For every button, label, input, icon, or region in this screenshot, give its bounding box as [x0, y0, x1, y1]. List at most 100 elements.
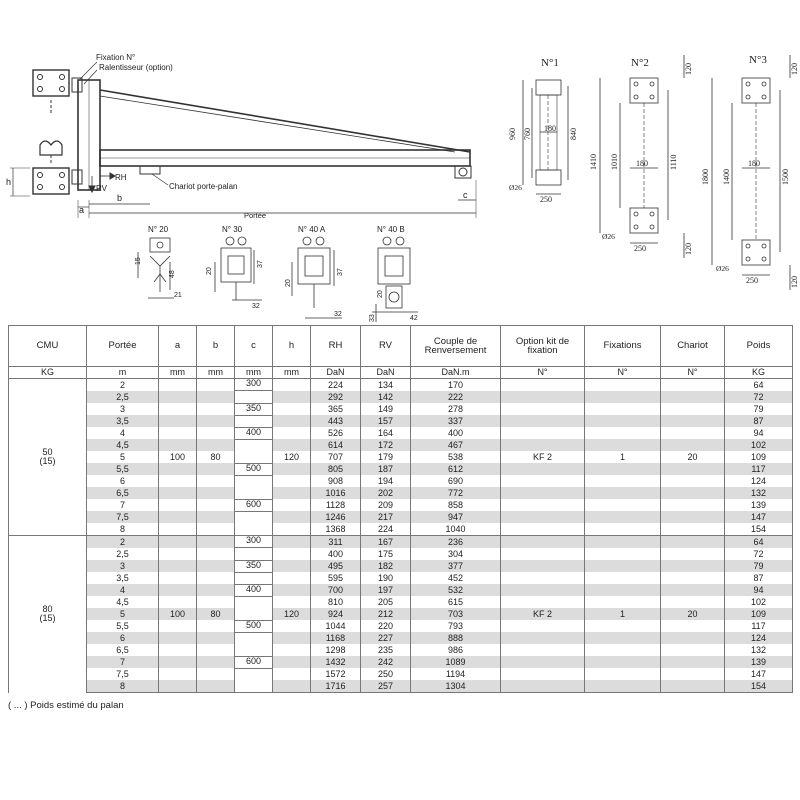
- h-cell: 120: [272, 451, 311, 463]
- chariot-cell: [660, 560, 725, 572]
- a-cell: [158, 632, 197, 644]
- a-cell: 100: [158, 451, 197, 463]
- poids-cell: 64: [724, 535, 793, 548]
- column-unit: N°: [660, 366, 725, 379]
- h-cell: [272, 560, 311, 572]
- portee-cell: 8: [86, 523, 159, 536]
- kit-cell: [500, 668, 585, 680]
- rh-cell: 443: [310, 415, 361, 427]
- poids-cell: 124: [724, 475, 793, 487]
- fixation-3-dim: 1800: [701, 169, 710, 185]
- chariot-cell: 20: [660, 451, 725, 463]
- rv-cell: 164: [360, 427, 411, 439]
- a-cell: [158, 596, 197, 608]
- portee-cell: 2: [86, 378, 159, 391]
- fixations-cell: [584, 680, 661, 693]
- h-cell: [272, 403, 311, 415]
- couple-cell: 400: [410, 427, 501, 439]
- fixation-2-diagram: [599, 55, 685, 258]
- rv-cell: 224: [360, 523, 411, 536]
- chariot-40b-title: N° 40 B: [377, 225, 405, 234]
- poids-cell: 124: [724, 632, 793, 644]
- fixations-cell: [584, 403, 661, 415]
- fixations-cell: [584, 548, 661, 560]
- couple-cell: 612: [410, 463, 501, 475]
- chariot-40b-diagram: [372, 236, 418, 322]
- h-cell: [272, 620, 311, 632]
- a-label: a: [79, 205, 84, 215]
- kit-cell: [500, 535, 585, 548]
- fixation-2-dim: 120: [684, 63, 693, 75]
- portee-cell: 4: [86, 584, 159, 596]
- chariot-cell: [660, 620, 725, 632]
- rh-cell: 614: [310, 439, 361, 451]
- c-band-cell: 350: [234, 560, 273, 585]
- fixations-cell: [584, 620, 661, 632]
- h-cell: [272, 463, 311, 475]
- b-cell: [196, 378, 235, 391]
- fixation-3-diagram: [711, 55, 791, 290]
- couple-cell: 1304: [410, 680, 501, 693]
- rv-cell: 202: [360, 487, 411, 499]
- b-cell: [196, 656, 235, 668]
- column-unit: mm: [272, 366, 311, 379]
- rv-cell: 157: [360, 415, 411, 427]
- portee-cell: 8: [86, 680, 159, 693]
- rv-cell: 167: [360, 535, 411, 548]
- poids-cell: 117: [724, 463, 793, 475]
- chariot-cell: [660, 439, 725, 451]
- portee-cell: 5,5: [86, 620, 159, 632]
- fixations-cell: [584, 439, 661, 451]
- column-header: RH: [310, 325, 361, 367]
- portee-cell: 5: [86, 451, 159, 463]
- h-cell: [272, 680, 311, 693]
- couple-cell: 236: [410, 535, 501, 548]
- chariot-40a-dim: 37: [337, 268, 344, 276]
- c-value: 300: [235, 379, 272, 391]
- chariot-cell: 20: [660, 608, 725, 620]
- kit-cell: [500, 378, 585, 391]
- poids-cell: 132: [724, 487, 793, 499]
- h-cell: [272, 596, 311, 608]
- kit-cell: [500, 463, 585, 475]
- kit-cell: [500, 656, 585, 668]
- couple-cell: 532: [410, 584, 501, 596]
- b-cell: [196, 668, 235, 680]
- c-band-cell: 400: [234, 427, 273, 464]
- rv-cell: 217: [360, 511, 411, 523]
- rh-cell: 495: [310, 560, 361, 572]
- b-cell: [196, 475, 235, 487]
- couple-cell: 1040: [410, 523, 501, 536]
- poids-cell: 139: [724, 656, 793, 668]
- kit-cell: [500, 620, 585, 632]
- kit-cell: [500, 632, 585, 644]
- rv-cell: 142: [360, 391, 411, 403]
- fixation-1-dim: 250: [540, 195, 552, 204]
- b-cell: [196, 680, 235, 693]
- a-cell: [158, 620, 197, 632]
- fixation-1-dim: 180: [544, 124, 556, 133]
- rv-cell: 187: [360, 463, 411, 475]
- a-cell: [158, 511, 197, 523]
- fixation-3-dim: 1400: [722, 169, 731, 185]
- rh-cell: 1716: [310, 680, 361, 693]
- c-band-cell: 600: [234, 499, 273, 536]
- a-cell: [158, 680, 197, 693]
- column-unit: KG: [8, 366, 87, 379]
- c-label: c: [463, 190, 468, 200]
- portee-cell: 7: [86, 656, 159, 668]
- h-cell: [272, 487, 311, 499]
- couple-cell: 986: [410, 644, 501, 656]
- chariot-40b-dim: 42: [410, 315, 418, 322]
- fixation-2-dim: 180: [636, 159, 648, 168]
- column-header: Chariot: [660, 325, 725, 367]
- fixation-2-dim: 120: [684, 243, 693, 255]
